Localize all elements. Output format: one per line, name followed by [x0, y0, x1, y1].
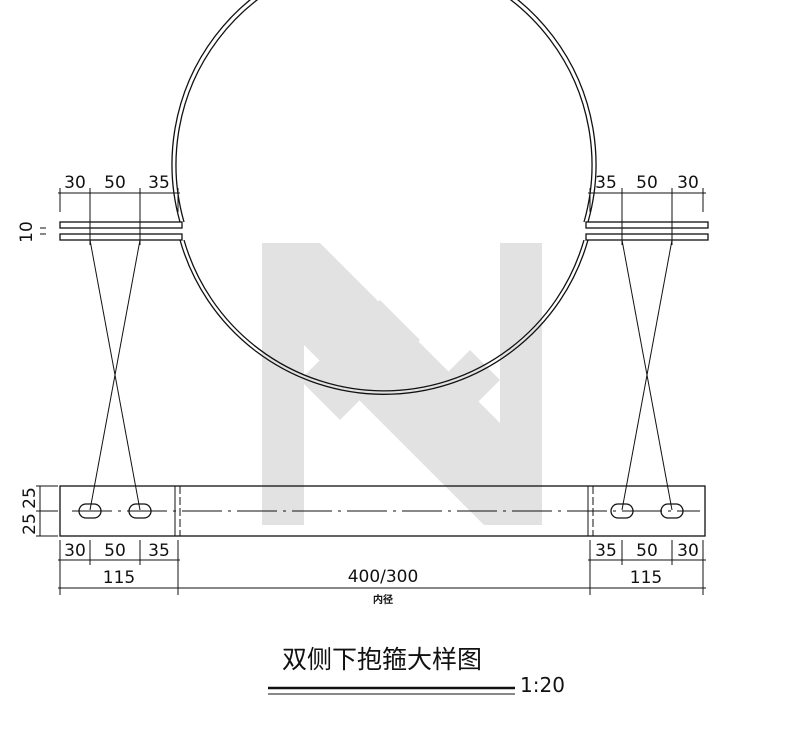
dim-text: 30	[64, 541, 86, 561]
slot-hole	[78, 503, 102, 519]
drawing-title: 双侧下抱箍大样图	[282, 645, 482, 674]
inner-diameter-dim: 400/300	[348, 567, 419, 587]
dim-text: 50	[104, 173, 126, 193]
watermark-logo	[262, 243, 542, 525]
dim-text: 35	[148, 173, 170, 193]
top-dimension-left: 30 50 35	[58, 173, 180, 245]
slot-hole	[128, 503, 152, 519]
dim-text: 25	[20, 487, 40, 509]
right-flange	[585, 221, 709, 241]
dim-text: 50	[636, 541, 658, 561]
dim-text: 10	[17, 221, 37, 243]
bottom-dimension-right: 35 50 30 115	[588, 540, 706, 595]
dim-text: 35	[595, 541, 617, 561]
dim-text: 50	[636, 173, 658, 193]
dim-text: 30	[64, 173, 86, 193]
hoop-ring	[171, 0, 597, 395]
dim-text: 50	[104, 541, 126, 561]
inner-diameter-label: 内径	[373, 593, 393, 606]
dim-text: 25	[20, 513, 40, 535]
left-flange	[59, 221, 183, 241]
top-dimension-right: 35 50 30	[588, 173, 706, 245]
bottom-plate	[59, 485, 706, 537]
projection-lines	[89, 239, 673, 511]
dim-text: 35	[595, 173, 617, 193]
slot-hole	[660, 503, 684, 519]
dim-text: 115	[103, 568, 135, 588]
flange-gap-dimension: 10	[17, 221, 46, 243]
plate-height-dimension: 25 25	[20, 485, 58, 537]
dim-text: 30	[677, 173, 699, 193]
bottom-dimension-left: 30 50 35 115	[58, 540, 706, 595]
dim-text: 115	[630, 568, 662, 588]
dim-text: 30	[677, 541, 699, 561]
drawing-scale: 1:20	[520, 673, 565, 697]
slot-hole	[610, 503, 634, 519]
dim-text: 35	[148, 541, 170, 561]
